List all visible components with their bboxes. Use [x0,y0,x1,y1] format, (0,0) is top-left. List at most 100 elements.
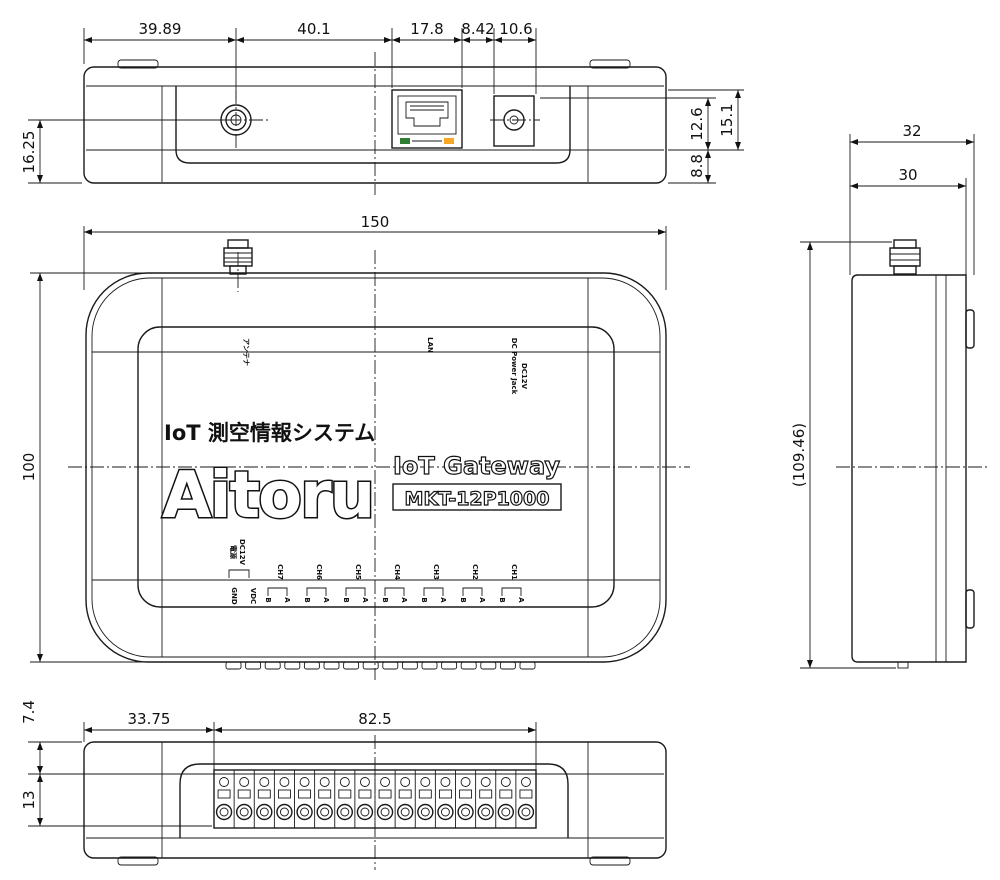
terminal-wire-hole [437,803,454,821]
dim-side-30: 30 [898,166,917,184]
terminal-nub [401,661,418,670]
pin-a-label: A [439,597,447,603]
lan-port-top [391,89,463,149]
dim-top-39-89: 39.89 [139,20,182,38]
channel-label: CH5 [354,564,362,580]
dim-top-15-1: 15.1 [718,103,736,136]
terminal-release-hole [380,777,391,787]
dim-bottom-13: 13 [20,790,38,809]
channel-bracket [267,587,288,596]
dim-front-100: 100 [20,453,38,482]
label-vdc: VDC [249,588,257,604]
pin-b-label: B [303,597,311,602]
channel-bracket [345,587,366,596]
terminal-release-hole [400,777,411,787]
pin-a-label: A [283,597,291,603]
label-gnd: GND [230,587,238,605]
channel-bracket [462,587,483,596]
channel-label: CH4 [393,564,401,580]
pin-b-label: B [381,597,389,602]
terminal-release-hole [480,777,491,787]
dim-top-10-6: 10.6 [499,20,532,38]
dc-jack-top [493,95,535,147]
terminal-nub [480,661,497,670]
channel-label: CH3 [432,564,440,580]
dim-top-16-25: 16.25 [20,131,38,174]
channel-label: CH1 [510,564,518,580]
terminal-wire-hole [417,803,434,821]
channel-label: CH2 [471,564,479,580]
bottom-view: 33.75 82.5 7.4 13 [20,700,667,870]
terminal-lever [338,789,352,799]
pin-a-label: A [400,597,408,603]
dim-side-32: 32 [902,122,921,140]
terminal-lever [358,789,372,799]
terminal-nub [460,661,477,670]
terminal-release-hole [299,777,310,787]
dim-top-12-6: 12.6 [688,107,706,140]
terminal-lever [519,789,533,799]
terminal-wire-hole [517,803,535,821]
terminal-release-hole [239,777,250,787]
terminal-release-hole [359,777,370,787]
terminal-release-hole [440,777,451,787]
terminal-wire-hole [477,803,494,821]
terminal-wire-hole [256,803,273,821]
terminal-wire-hole [497,803,515,821]
terminal-nub [499,661,516,670]
label-power-in-dc12v: DC12V [238,539,246,566]
terminal-lever [277,789,291,799]
terminal-nub [421,661,438,670]
terminal-release-hole [339,777,350,787]
terminal-lever [499,789,513,799]
pin-a-label: A [361,597,369,603]
pin-b-label: B [342,597,350,602]
dim-front-150: 150 [361,213,390,231]
terminal-lever [418,789,432,799]
terminal-lever [479,789,493,799]
brand-logo: Aitoru [162,459,373,533]
terminal-nub [303,661,320,670]
terminal-wire-hole [356,803,374,821]
terminal-lever [438,789,452,799]
terminal-release-hole [460,777,471,787]
terminal-release-hole [420,777,431,787]
terminal-wire-hole [457,803,474,821]
model-number: MKT-12P1000 [405,488,550,510]
terminal-release-hole [500,777,511,787]
terminal-lever [298,789,312,799]
pin-a-label: A [517,597,525,603]
pin-b-label: B [498,597,506,602]
channel-bracket [423,587,444,596]
terminal-release-hole [319,777,330,787]
front-view: 150 100 アンテナ LAN [20,213,690,680]
dim-bottom-33-75: 33.75 [128,710,171,728]
terminal-block [213,770,535,828]
terminal-nub [362,661,379,670]
pin-b-label: B [420,597,428,602]
dim-bottom-7-4: 7.4 [20,700,38,724]
terminal-nub [245,661,262,670]
terminal-lever [459,789,473,799]
system-name: IoT 測空情報システム [164,421,375,445]
terminal-lever [378,789,392,799]
product-name: IoT Gateway [393,452,560,480]
label-dc-power-jack: DC Power Jack [510,338,518,395]
terminal-wire-hole [235,803,253,821]
terminal-release-hole [259,777,270,787]
terminal-lever [217,789,231,799]
terminal-lever [257,789,271,799]
terminal-wire-hole [396,803,414,821]
pin-a-label: A [478,597,486,603]
terminal-wire-hole [276,803,293,821]
terminal-lever [398,789,412,799]
dim-side-109-46: (109.46) [790,423,808,487]
terminal-nub [264,661,281,670]
terminal-lever [237,789,251,799]
terminal-nub [323,661,340,670]
dim-top-40-1: 40.1 [297,20,330,38]
terminal-nub [441,661,458,670]
terminal-release-hole [520,777,531,787]
channel-bracket [384,587,405,596]
